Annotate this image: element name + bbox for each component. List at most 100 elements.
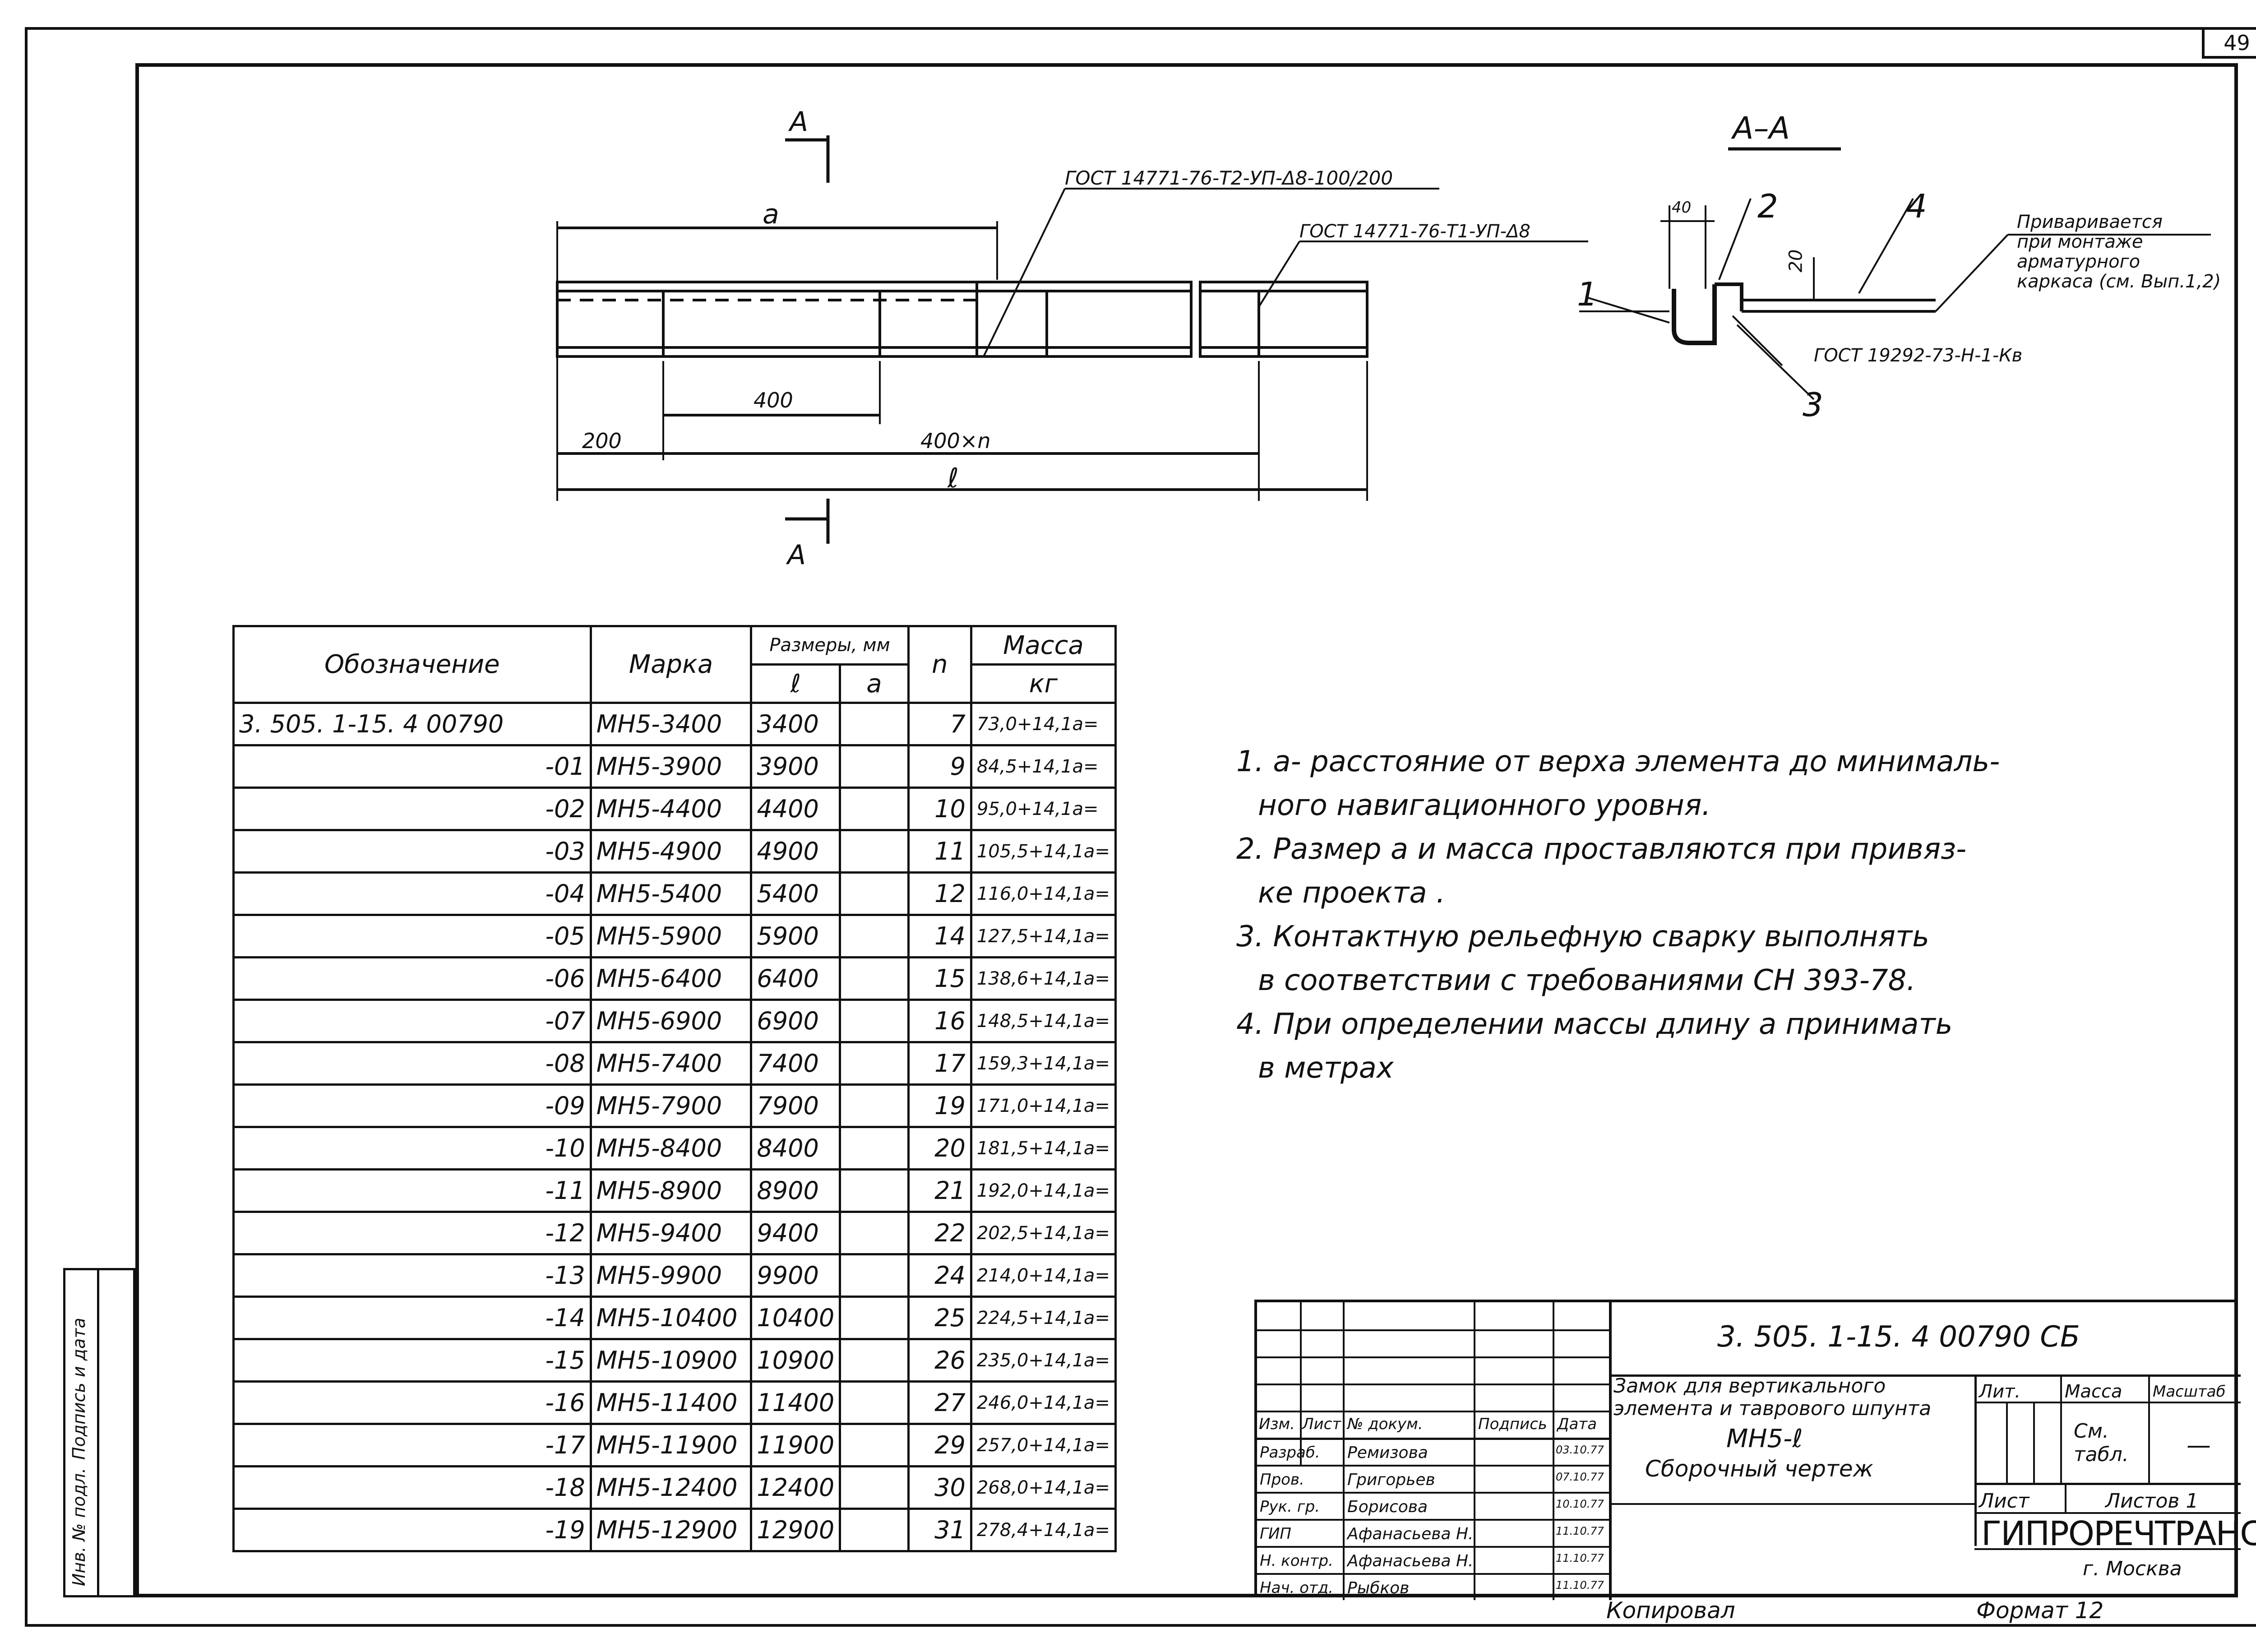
scale-value: — <box>2187 1431 2211 1459</box>
sheet-label: Лист <box>1979 1490 2029 1513</box>
designation-cell: -12 <box>232 1211 592 1255</box>
mass-cell: 202,5+14,1а= <box>970 1211 1117 1255</box>
designation-cell: -04 <box>232 871 592 916</box>
mass-cell: 224,5+14,1а= <box>970 1296 1117 1340</box>
doc-title-line2: элемента и таврового шпунта <box>1613 1397 1932 1420</box>
organization: ГИПРОРЕЧТРАНС <box>1981 1514 2256 1553</box>
section-title: А–А <box>1733 111 1790 146</box>
section-mark-top: А <box>790 106 809 138</box>
designation-cell: -16 <box>232 1380 592 1425</box>
mark-cell: МН5-3400 <box>589 702 753 746</box>
a-cell <box>839 956 910 1001</box>
mass-cell: 138,6+14,1а= <box>970 956 1117 1001</box>
n-cell: 21 <box>907 1168 972 1213</box>
a-cell <box>839 1508 910 1552</box>
doc-title-type: Сборочный чертеж <box>1645 1456 1873 1482</box>
sheet-number: 49 <box>2202 27 2256 59</box>
weld-note-3: ГОСТ 19292-73-Н-1-Кв <box>1814 345 2023 366</box>
length-cell: 8400 <box>750 1126 841 1171</box>
n-cell: 20 <box>907 1126 972 1171</box>
signatory-date: 10.10.77 <box>1556 1498 1604 1510</box>
callout-3: 3 <box>1803 386 1823 424</box>
format-label: Формат 12 <box>1976 1597 2104 1624</box>
mass-label: Масса <box>2065 1381 2122 1402</box>
a-cell <box>839 914 910 958</box>
mass-cell: 84,5+14,1а= <box>970 744 1117 789</box>
length-cell: 12400 <box>750 1465 841 1510</box>
signatory-role: Разраб. <box>1260 1444 1320 1462</box>
lit-label: Лит. <box>1979 1381 2021 1402</box>
signatory-date: 07.10.77 <box>1556 1471 1604 1483</box>
n-cell: 12 <box>907 871 972 916</box>
signatory-role: Н. контр. <box>1260 1552 1333 1570</box>
length-cell: 9400 <box>750 1211 841 1255</box>
mark-cell: МН5-11900 <box>589 1423 753 1467</box>
length-cell: 7900 <box>750 1083 841 1128</box>
mark-cell: МН5-6900 <box>589 999 753 1043</box>
mark-cell: МН5-5400 <box>589 871 753 916</box>
signatory-date: 11.10.77 <box>1556 1525 1604 1537</box>
n-cell: 9 <box>907 744 972 789</box>
length-cell: 3900 <box>750 744 841 789</box>
header-designation: Обозначение <box>232 625 592 704</box>
note-line: в соответствии с требованиями СН 393-78. <box>1258 964 1916 997</box>
mass-cell: 268,0+14,1а= <box>970 1465 1117 1510</box>
a-cell <box>839 999 910 1043</box>
note-line: 3. Контактную рельефную сварку выполнять <box>1236 920 1929 953</box>
binding-strip: Инв. № подл. Подпись и дата <box>63 1268 135 1597</box>
signatory-date: 03.10.77 <box>1556 1444 1604 1456</box>
mass-value: См. табл. <box>2074 1420 2129 1466</box>
callout-2: 2 <box>1757 187 1778 225</box>
signatory-name: Борисова <box>1347 1498 1428 1516</box>
header-mass-unit: кг <box>970 663 1117 704</box>
signatory-name: Ремизова <box>1347 1444 1428 1462</box>
header-mark: Марка <box>589 625 753 704</box>
header-sizes: Размеры, мм <box>750 625 910 666</box>
signatory-name: Афанасьева Н. <box>1347 1525 1474 1543</box>
n-cell: 31 <box>907 1508 972 1552</box>
doc-title-mark: МН5-ℓ <box>1726 1424 1803 1453</box>
designation-cell: -10 <box>232 1126 592 1171</box>
n-cell: 14 <box>907 914 972 958</box>
col-header-change: Изм. <box>1259 1415 1295 1433</box>
length-cell: 12900 <box>750 1508 841 1552</box>
length-cell: 6400 <box>750 956 841 1001</box>
signatory-role: Рук. гр. <box>1260 1498 1320 1516</box>
note-line: ного навигационного уровня. <box>1258 789 1711 822</box>
mark-cell: МН5-8400 <box>589 1126 753 1171</box>
a-cell <box>839 871 910 916</box>
callout-4: 4 <box>1906 187 1927 225</box>
header-n: n <box>907 625 972 704</box>
dim-400n-label: 400×n <box>920 429 991 453</box>
mark-cell: МН5-5900 <box>589 914 753 958</box>
outer-frame <box>25 27 2256 1627</box>
mass-cell: 214,0+14,1а= <box>970 1253 1117 1298</box>
mass-cell: 148,5+14,1а= <box>970 999 1117 1043</box>
signatory-role: ГИП <box>1260 1525 1291 1543</box>
designation-cell: -02 <box>232 787 592 831</box>
note-line: в метрах <box>1258 1051 1394 1085</box>
signatory-name: Григорьев <box>1347 1471 1435 1489</box>
mark-cell: МН5-7900 <box>589 1083 753 1128</box>
binding-label-sign: Подпись и дата <box>69 1318 89 1460</box>
col-header-docno: № докум. <box>1347 1415 1423 1433</box>
dim-400-label: 400 <box>754 388 793 412</box>
a-cell <box>839 1338 910 1383</box>
n-cell: 30 <box>907 1465 972 1510</box>
signatory-role: Пров. <box>1260 1471 1304 1489</box>
designation-cell: -09 <box>232 1083 592 1128</box>
n-cell: 26 <box>907 1338 972 1383</box>
title-block: 3. 505. 1-15. 4 00790 СБ Замок для верти… <box>1254 1300 2256 1600</box>
mark-cell: МН5-6400 <box>589 956 753 1001</box>
designation-cell: -01 <box>232 744 592 789</box>
a-cell <box>839 1168 910 1213</box>
a-cell <box>839 1211 910 1255</box>
n-cell: 16 <box>907 999 972 1043</box>
